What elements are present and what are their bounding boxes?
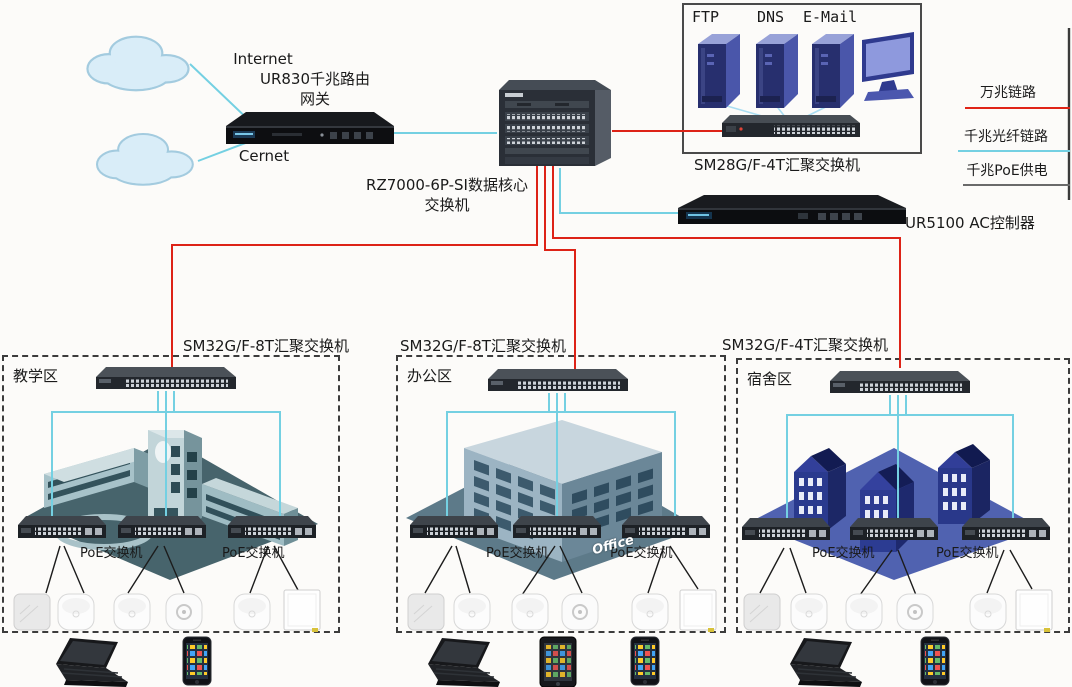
- zone-name-office: 办公区: [407, 367, 453, 385]
- access-point-icon: [112, 592, 152, 632]
- teaching-agg-switch-label: SM32G/F-8T汇聚交换机: [183, 337, 349, 355]
- access-point-icon: [630, 592, 670, 632]
- legend-line-fiber: [958, 150, 1070, 152]
- access-point-icon: [232, 592, 272, 632]
- dormitory-building-illustration: [742, 394, 1052, 580]
- teaching-agg-switch-icon: [96, 364, 236, 392]
- poe-switch-icon: [622, 512, 710, 542]
- smartphone-icon: [920, 636, 950, 686]
- access-point-icon: [742, 592, 782, 632]
- access-point-icon: [844, 592, 884, 632]
- access-point-icon: [164, 592, 204, 632]
- cloud-icon: [84, 124, 204, 192]
- access-point-icon: [406, 592, 446, 632]
- poe-switch-icon: [410, 512, 498, 542]
- poe-switch-icon: [850, 514, 938, 544]
- cernet-cloud: Cernet: [84, 124, 289, 192]
- access-point-icon: [510, 592, 550, 632]
- internet-cloud: Internet: [74, 26, 293, 98]
- office-agg-switch-icon: [488, 366, 628, 394]
- ac-controller-device-icon: [678, 192, 906, 232]
- access-point-icon: [56, 592, 96, 632]
- email-server-label: E-Mail: [803, 8, 858, 26]
- sm28-aggregation-switch-icon: [722, 112, 860, 140]
- poe-switch-label: PoE交换机: [486, 546, 549, 561]
- poe-switch-label: PoE交换机: [222, 546, 285, 561]
- access-point-icon: [560, 592, 600, 632]
- poe-switch-icon: [228, 512, 316, 542]
- dns-server-label: DNS: [757, 8, 785, 26]
- zone-box-dormitory: 宿舍区: [736, 358, 1070, 633]
- dormitory-agg-switch-label: SM32G/F-4T汇聚交换机: [722, 336, 888, 354]
- core-switch-label: RZ7000-6P-SI数据核心 交换机: [366, 176, 528, 214]
- router-label: UR830千兆路由 网关: [259, 70, 371, 108]
- legend-item-fiber-label: 千兆光纤链路: [964, 129, 1048, 145]
- office-agg-switch-label: SM32G/F-8T汇聚交换机: [400, 337, 566, 355]
- laptop-icon: [44, 638, 134, 687]
- poe-switch-icon: [118, 512, 206, 542]
- poe-switch-icon: [513, 512, 601, 542]
- laptop-icon: [778, 638, 868, 687]
- internet-cloud-label: Internet: [233, 50, 293, 69]
- router-device-icon: [226, 106, 394, 152]
- poe-switch-icon: [962, 514, 1050, 544]
- access-point-icon: [452, 592, 492, 632]
- ftp-server-label: FTP: [692, 8, 720, 26]
- legend-item-poe-label: 千兆PoE供电: [966, 163, 1048, 179]
- wall-access-point-icon: [1014, 588, 1054, 634]
- access-point-icon: [12, 592, 52, 632]
- dormitory-agg-switch-icon: [830, 368, 970, 396]
- wall-access-point-icon: [282, 588, 322, 634]
- poe-switch-icon: [742, 514, 830, 544]
- legend-item-10g-label: 万兆链路: [980, 85, 1036, 101]
- access-point-icon: [968, 592, 1008, 632]
- cloud-icon: [74, 26, 200, 98]
- wall-access-point-icon: [678, 588, 718, 634]
- smartphone-icon: [182, 636, 212, 686]
- email-server-icon: [808, 28, 864, 112]
- smartphone-icon: [630, 636, 660, 686]
- access-point-icon: [895, 592, 935, 632]
- poe-switch-label: PoE交换机: [936, 546, 999, 561]
- poe-switch-icon: [18, 512, 106, 542]
- monitor-icon: [858, 30, 918, 108]
- tablet-icon: [538, 636, 578, 687]
- access-point-icon: [789, 592, 829, 632]
- zone-name-dormitory: 宿舍区: [747, 370, 793, 388]
- poe-switch-label: PoE交换机: [812, 546, 875, 561]
- legend-line-poe: [963, 184, 1070, 186]
- ftp-server-icon: [694, 28, 750, 112]
- dns-server-icon: [752, 28, 808, 112]
- sm28-switch-label: SM28G/F-4T汇聚交换机: [694, 156, 860, 174]
- laptop-icon: [416, 638, 506, 687]
- ac-controller-label: UR5100 AC控制器: [905, 214, 1035, 232]
- zone-name-teaching: 教学区: [13, 367, 59, 385]
- core-switch-device-icon: [497, 76, 617, 170]
- legend-line-10g: [965, 107, 1070, 109]
- poe-switch-label: PoE交换机: [80, 546, 143, 561]
